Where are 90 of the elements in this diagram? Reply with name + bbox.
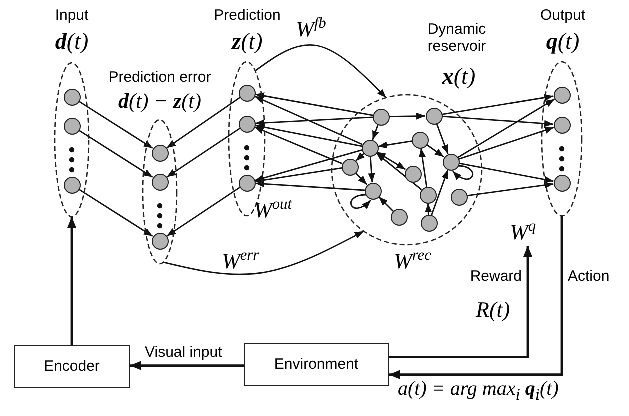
neuron-circle (554, 175, 571, 192)
process-box (14, 345, 130, 388)
arrow (254, 96, 363, 146)
layer-title: Input (54, 8, 90, 24)
arrow (356, 152, 366, 162)
arrow (163, 230, 364, 276)
math-label: z(t) (230, 29, 264, 54)
weight-label: W$^{rec}$ (394, 248, 432, 274)
layer-title: Prediction error (108, 70, 212, 86)
arrow (78, 188, 154, 238)
arrow (376, 152, 406, 170)
neuron-circle (239, 116, 256, 133)
box-label: Encoder (44, 358, 100, 375)
arrow (431, 170, 449, 216)
arrow (255, 180, 366, 192)
neuron-circle (391, 209, 408, 226)
arrow (457, 98, 556, 158)
arrow (388, 112, 426, 120)
math-label: d(t) (54, 29, 90, 54)
arrow (426, 144, 444, 158)
neuron-circle (412, 132, 429, 149)
neuron-circle (373, 109, 390, 126)
edge-label: Action (568, 268, 610, 285)
arrow (372, 124, 380, 140)
arrow (130, 361, 244, 370)
arrow (389, 246, 532, 358)
neuron-circle (420, 187, 437, 204)
arrow (419, 148, 428, 188)
neuron-circle (64, 118, 81, 135)
math-label: x(t) (441, 64, 477, 90)
arrow (355, 172, 368, 186)
arrow (425, 203, 432, 216)
neuron-circle (554, 117, 571, 134)
arrow (442, 94, 554, 116)
neuron-circle (152, 145, 169, 162)
neuron-circle (426, 108, 443, 125)
neuron-circle (554, 87, 571, 104)
math-label: R(t) (476, 298, 510, 322)
neuron-circle (451, 189, 468, 206)
edge-label: Reward (470, 268, 522, 285)
arrow (436, 123, 449, 154)
arrow (378, 140, 412, 149)
arrow (254, 150, 362, 182)
layer-title: Prediction (213, 8, 282, 24)
neuron-circle (342, 159, 359, 176)
neuron-circle (365, 183, 382, 200)
arrow (376, 152, 422, 190)
arrow (458, 162, 554, 184)
neuron-circle (64, 177, 81, 194)
box-label: Environment (274, 356, 359, 373)
arrow (442, 116, 554, 128)
neuron-circle (239, 175, 256, 192)
layer-title: Dynamic reservoir (426, 22, 488, 55)
neuron-circle (152, 174, 169, 191)
arrow (68, 217, 76, 345)
weight-label: W$^{q}$ (510, 219, 536, 245)
arrow (255, 44, 387, 98)
process-box (244, 343, 389, 386)
neuron-circle (405, 166, 422, 183)
arrow (255, 92, 374, 116)
self-loop-arrow (452, 165, 474, 180)
weight-label: W$^{err}$ (222, 248, 260, 274)
arrow (389, 216, 564, 380)
equation-label: a(t) = arg max$_{i}$ q$_{i}$(t) (398, 378, 559, 404)
arrow (458, 127, 554, 160)
arrow (368, 156, 376, 183)
arrow (166, 96, 241, 149)
neuron-circle (421, 215, 438, 232)
neuron-circle (64, 89, 81, 106)
arrow (466, 182, 554, 197)
arrow (255, 116, 374, 127)
neuron-circle (362, 140, 379, 157)
weight-label: W$^{out}$ (254, 197, 292, 223)
arrow (78, 130, 154, 178)
arrow (255, 168, 342, 184)
math-label: d(t) − z(t) (117, 90, 202, 114)
arrow (255, 124, 362, 148)
math-label: q(t) (545, 29, 581, 54)
arrow (254, 126, 343, 165)
neuron-circle (239, 85, 256, 102)
neuron-circle (443, 154, 460, 171)
self-loop-arrow (350, 194, 372, 210)
arrow (166, 186, 241, 237)
edge-label: Visual input (145, 344, 222, 361)
arrow (166, 128, 241, 178)
arrow (378, 196, 394, 212)
layer-title: Output (539, 8, 587, 24)
arrow (78, 100, 154, 150)
weight-label: W$^{fb}$ (296, 16, 326, 42)
neuron-circle (152, 233, 169, 250)
